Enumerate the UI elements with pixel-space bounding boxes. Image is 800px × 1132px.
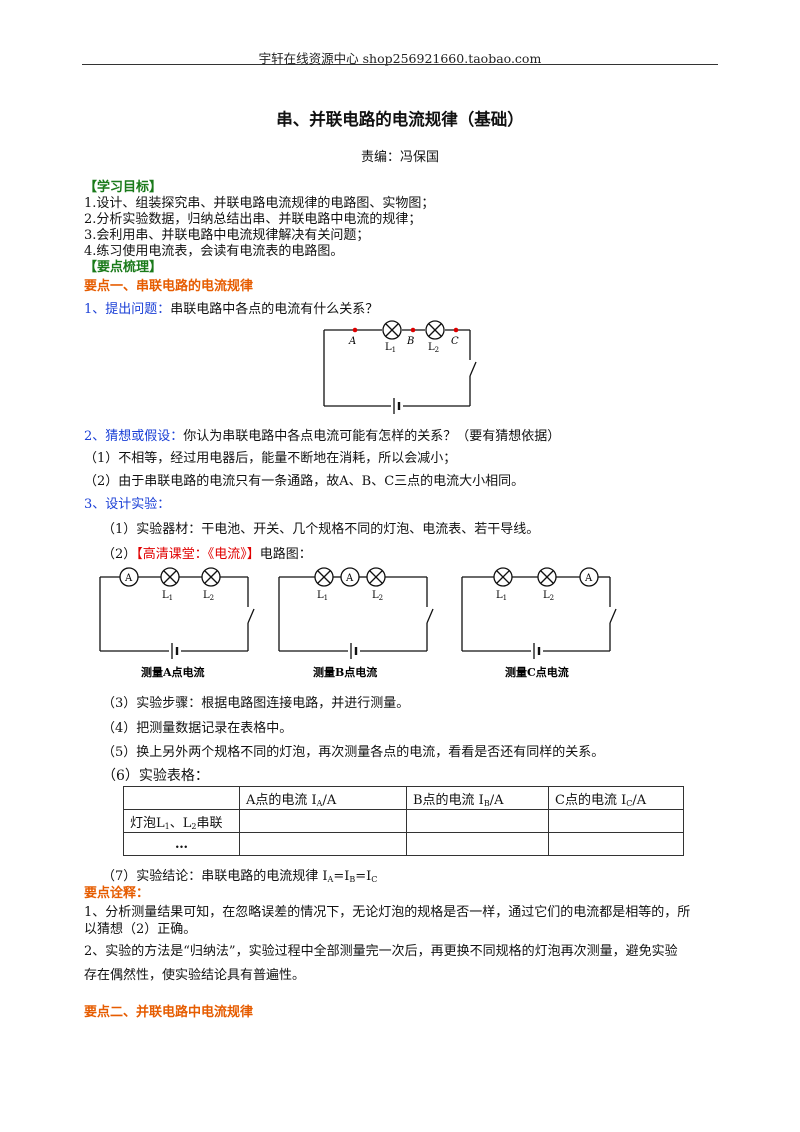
question2-label: 2、猜想或假设： (84, 429, 184, 444)
note1-line1: 1、分析测量结果可知，在忽略误差的情况下，无论灯泡的规格是否一样，通过它们的电流… (84, 905, 691, 920)
notes-heading: 要点诠释： (84, 886, 150, 901)
step7-conclusion: （7）实验结论：串联电路的电流规律 IA=IB=IC (102, 869, 378, 884)
goal-item: 1.设计、组装探究串、并联电路电流规律的电路图、实物图； (84, 196, 435, 211)
editor-line: 责编：冯保国 (360, 150, 439, 165)
video-lesson-link[interactable]: 【高清课堂：《电流》】 (136, 547, 260, 562)
question2-text: 你认为串联电路中各点电流可能有怎样的关系？（要有猜想依据） (183, 429, 561, 444)
table-row: … (123, 832, 684, 856)
svg-text:L1: L1 (317, 590, 328, 602)
svg-text:L1: L1 (496, 590, 507, 602)
step5-repeat: （5）换上另外两个规格不同的灯泡，再次测量各点的电流，看看是否还有同样的关系。 (102, 745, 605, 760)
ammeter-icon: A (584, 573, 593, 584)
caption-measure-c: 测量C点电流 (505, 665, 569, 679)
note2-line1: 2、实验的方法是“归纳法”，实验过程中全部测量完一次后，再更换不同规格的灯泡再次… (84, 944, 678, 959)
page-header: 宇轩在线资源中心 shop256921660.taobao.com (258, 51, 542, 66)
question2: 2、猜想或假设：你认为串联电路中各点电流可能有怎样的关系？（要有猜想依据） (84, 429, 560, 445)
step1-equipment: （1）实验器材：干电池、开关、几个规格不同的灯泡、电流表、若干导线。 (102, 522, 540, 537)
table-row: 灯泡L1、L2串联 (123, 809, 684, 833)
table-header-cell: A点的电流 IA/A (239, 786, 407, 810)
circuit-measure-c: A L1 L2 测量C点电流 (461, 567, 617, 679)
step6-table-label: （6）实验表格： (102, 768, 209, 784)
step2-prefix: （2） (102, 547, 137, 562)
svg-text:L2: L2 (203, 590, 214, 602)
document-title: 串、并联电路的电流规律（基础） (276, 110, 524, 129)
table-cell (548, 832, 684, 856)
guess1: （1）不相等，经过用电器后，能量不断地在消耗，所以会减小； (84, 451, 457, 466)
circuit-measure-a: A L1 L2 测量A点电流 (99, 567, 255, 679)
circuit-measure-b: A L1 L2 测量B点电流 (278, 567, 434, 679)
caption-measure-a: 测量A点电流 (141, 665, 205, 679)
question1-text: 串联电路中各点的电流有什么关系？ (170, 302, 379, 317)
point-b-label: B (406, 336, 414, 347)
header-divider (82, 64, 718, 65)
table-header-cell (123, 786, 240, 810)
question1: 1、提出问题：串联电路中各点的电流有什么关系？ (84, 302, 378, 318)
table-header-cell: C点的电流 IC/A (548, 786, 684, 810)
svg-text:L2: L2 (372, 590, 383, 602)
table-cell (548, 809, 684, 833)
point2-heading: 要点二、并联电路中电流规律 (84, 1005, 254, 1020)
table-row-label: 灯泡L1、L2串联 (123, 809, 240, 833)
table-header-cell: B点的电流 IB/A (406, 786, 549, 810)
point1-heading: 要点一、串联电路的电流规律 (84, 279, 254, 294)
svg-text:L1: L1 (162, 590, 173, 602)
point-a-label: A (348, 336, 356, 347)
table-row-label: … (123, 832, 240, 856)
ammeter-icon: A (345, 573, 354, 584)
outline-heading: 【要点梳理】 (84, 260, 163, 275)
table-cell (406, 809, 549, 833)
table-cell (406, 832, 549, 856)
question3-label: 3、设计实验： (84, 497, 171, 512)
goals-heading: 【学习目标】 (84, 180, 163, 195)
step4-record: （4）把测量数据记录在表格中。 (102, 721, 293, 736)
table-header-row: A点的电流 IA/A B点的电流 IB/A C点的电流 IC/A (123, 786, 684, 810)
goal-item: 3.会利用串、并联电路中电流规律解决有关问题； (84, 228, 370, 243)
table-cell (239, 809, 407, 833)
svg-text:L2: L2 (543, 590, 554, 602)
lamp2-label: L2 (428, 342, 439, 354)
goal-item: 4.练习使用电流表，会读有电流表的电路图。 (84, 244, 344, 259)
step3-procedure: （3）实验步骤：根据电路图连接电路，并进行测量。 (102, 696, 410, 711)
experiment-table: A点的电流 IA/A B点的电流 IB/A C点的电流 IC/A 灯泡L1、L2… (123, 786, 684, 856)
note2-line2: 存在偶然性，使实验结论具有普遍性。 (84, 968, 306, 983)
guess2: （2）由于串联电路的电流只有一条通路，故A、B、C三点的电流大小相同。 (84, 474, 525, 489)
lamp1-label: L1 (385, 342, 396, 354)
table-cell (239, 832, 407, 856)
caption-measure-b: 测量B点电流 (313, 665, 377, 679)
step2-suffix: 电路图： (259, 547, 312, 562)
question1-label: 1、提出问题： (84, 302, 171, 317)
note1-line2: 以猜想（2）正确。 (84, 922, 197, 937)
point-c-label: C (451, 336, 459, 347)
series-circuit-figure: A B C L1 L2 (323, 320, 477, 414)
ammeter-icon: A (124, 573, 133, 584)
step2-diagrams: （2）【高清课堂：《电流》】电路图： (102, 547, 312, 563)
goal-item: 2.分析实验数据，归纳总结出串、并联电路中电流的规律； (84, 212, 422, 227)
